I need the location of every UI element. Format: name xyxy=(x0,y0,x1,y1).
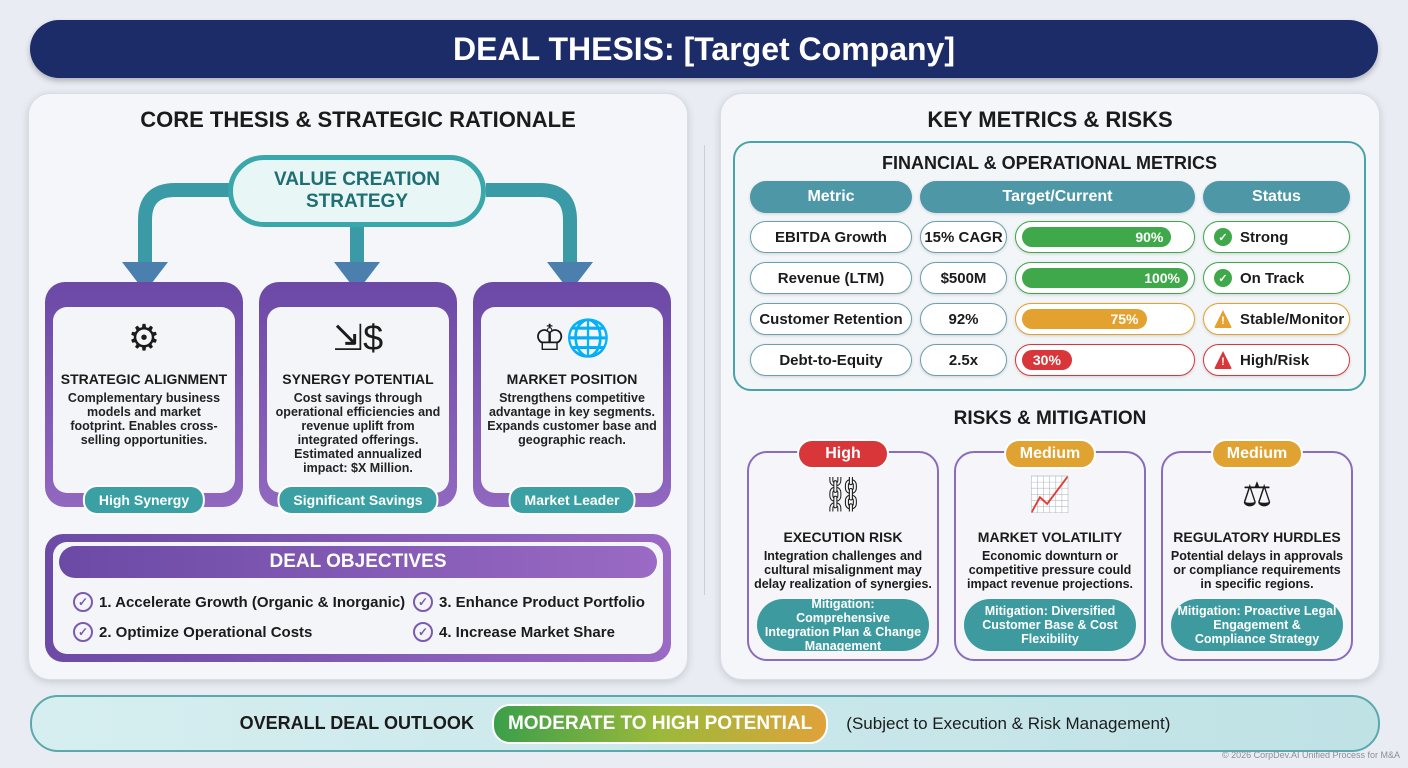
status-label: Strong xyxy=(1240,228,1289,246)
outlook-label: OVERALL DEAL OUTLOOK xyxy=(239,713,474,733)
objective-label: 2. Optimize Operational Costs xyxy=(99,623,313,641)
crown-globe-icon: ♔🌐 xyxy=(533,317,611,358)
progress-bar: 30% xyxy=(1015,344,1195,376)
metric-value: 15% CAGR xyxy=(920,221,1007,253)
status-label: High/Risk xyxy=(1240,351,1310,369)
risk-title: REGULATORY HURDLES xyxy=(1173,529,1341,545)
metric-name: Revenue (LTM) xyxy=(750,262,912,294)
check-circle-icon: ✓ xyxy=(73,592,93,612)
risk-card: High ⛓ EXECUTION RISK Integration challenge… xyxy=(747,439,939,661)
risk-card: Medium 📈 MARKET VOLATILITY Economic downtur… xyxy=(954,439,1146,661)
broken-chain-icon: ⛓ xyxy=(821,476,865,514)
metric-value: 2.5x xyxy=(920,344,1007,376)
card-description: Cost savings through operational efficie… xyxy=(275,391,441,475)
metric-name: Customer Retention xyxy=(750,303,912,335)
thesis-card: ♔🌐 MARKET POSITION Strengthens competitive… xyxy=(473,282,671,515)
status-label: Stable/Monitor xyxy=(1240,310,1345,328)
risks-heading: RISKS & MITIGATION xyxy=(953,408,1147,429)
risk-title: EXECUTION RISK xyxy=(783,529,903,545)
objective-label: 3. Enhance Product Portfolio xyxy=(439,593,645,611)
risk-level-badge: High xyxy=(797,439,889,469)
warning-icon: ! xyxy=(1214,351,1232,369)
objective-item: ✓ 2. Optimize Operational Costs xyxy=(73,622,312,642)
card-title: STRATEGIC ALIGNMENT xyxy=(60,371,228,387)
status-badge: ✓ Strong xyxy=(1203,221,1350,253)
metric-name: Debt-to-Equity xyxy=(750,344,912,376)
gavel-document-icon: ⚖ xyxy=(1241,476,1273,514)
metric-name: EBITDA Growth xyxy=(750,221,912,253)
risk-mitigation: Mitigation: Diversified Customer Base & … xyxy=(964,599,1136,651)
card-tag: Market Leader xyxy=(508,485,636,515)
thesis-card: ⚙ STRATEGIC ALIGNMENT Complementary busine… xyxy=(45,282,243,515)
flow-arrows xyxy=(122,183,593,292)
progress-fill: 30% xyxy=(1022,350,1072,370)
card-body: ♔🌐 MARKET POSITION Strengthens competitive… xyxy=(481,307,663,493)
column-header-1: Target/Current xyxy=(920,181,1195,213)
converging-arrows-dollar-icon: ⇲$ xyxy=(332,317,384,358)
value-creation-strategy: VALUE CREATION STRATEGY xyxy=(228,155,486,227)
risk-description: Economic downturn or competitive pressur… xyxy=(966,549,1134,591)
overall-outlook: OVERALL DEAL OUTLOOK MODERATE TO HIGH PO… xyxy=(30,695,1380,752)
check-circle-icon: ✓ xyxy=(413,592,433,612)
outlook-note: (Subject to Execution & Risk Management) xyxy=(846,713,1171,733)
deal-objectives: DEAL OBJECTIVES ✓ 1. Accelerate Growth (O… xyxy=(45,534,671,662)
risk-level-badge: Medium xyxy=(1004,439,1096,469)
metric-value: $500M xyxy=(920,262,1007,294)
progress-fill: 75% xyxy=(1022,309,1147,329)
status-badge: ! High/Risk xyxy=(1203,344,1350,376)
column-header-2: Status xyxy=(1203,181,1350,213)
card-tag: Significant Savings xyxy=(277,485,439,515)
gears-icon: ⚙ xyxy=(127,317,161,358)
progress-bar: 100% xyxy=(1015,262,1195,294)
risk-description: Potential delays in approvals or complia… xyxy=(1170,549,1344,591)
check-icon: ✓ xyxy=(1214,228,1232,246)
key-metrics-heading: KEY METRICS & RISKS xyxy=(927,107,1173,132)
footer-copyright: © 2026 CorpDev.AI Unified Process for M&… xyxy=(1221,750,1400,760)
deal-objectives-heading: DEAL OBJECTIVES xyxy=(59,546,657,578)
progress-fill: 100% xyxy=(1022,268,1188,288)
risk-card: Medium ⚖ REGULATORY HURDLES Potential delay… xyxy=(1161,439,1353,661)
objective-item: ✓ 4. Increase Market Share xyxy=(413,622,615,642)
risk-mitigation: Mitigation: Proactive Legal Engagement &… xyxy=(1171,599,1343,651)
page-title: DEAL THESIS: [Target Company] xyxy=(30,20,1378,78)
card-title: MARKET POSITION xyxy=(506,371,638,387)
card-description: Complementary business models and market… xyxy=(67,391,221,447)
thesis-card: ⇲$ SYNERGY POTENTIAL Cost savings through … xyxy=(259,282,457,515)
card-tag: High Synergy xyxy=(82,485,206,515)
metric-value: 92% xyxy=(920,303,1007,335)
objective-label: 4. Increase Market Share xyxy=(439,623,615,641)
metrics-heading: FINANCIAL & OPERATIONAL METRICS xyxy=(881,153,1217,173)
status-badge: ! Stable/Monitor xyxy=(1203,303,1350,335)
progress-bar: 90% xyxy=(1015,221,1195,253)
card-body: ⚙ STRATEGIC ALIGNMENT Complementary busine… xyxy=(53,307,235,493)
outlook-value-badge: MODERATE TO HIGH POTENTIAL xyxy=(491,703,829,744)
risk-title: MARKET VOLATILITY xyxy=(977,529,1123,545)
objective-item: ✓ 1. Accelerate Growth (Organic & Inorgan… xyxy=(73,592,405,612)
check-circle-icon: ✓ xyxy=(73,622,93,642)
objective-item: ✓ 3. Enhance Product Portfolio xyxy=(413,592,645,612)
card-description: Strengthens competitive advantage in key… xyxy=(487,391,657,447)
check-icon: ✓ xyxy=(1214,269,1232,287)
risk-mitigation: Mitigation: Comprehensive Integration Pl… xyxy=(757,597,929,653)
core-thesis-heading: CORE THESIS & STRATEGIC RATIONALE xyxy=(140,107,576,132)
progress-bar: 75% xyxy=(1015,303,1195,335)
bar-chart-trend-icon: 📈 xyxy=(1028,476,1072,514)
card-title: SYNERGY POTENTIAL xyxy=(282,371,434,387)
column-header-0: Metric xyxy=(750,181,912,213)
check-circle-icon: ✓ xyxy=(413,622,433,642)
card-body: ⇲$ SYNERGY POTENTIAL Cost savings through … xyxy=(267,307,449,493)
risk-description: Integration challenges and cultural misa… xyxy=(754,549,932,591)
divider xyxy=(704,145,705,595)
risk-level-badge: Medium xyxy=(1211,439,1303,469)
objective-label: 1. Accelerate Growth (Organic & Inorgani… xyxy=(99,593,406,611)
warning-icon: ! xyxy=(1214,310,1232,328)
progress-fill: 90% xyxy=(1022,227,1172,247)
status-label: On Track xyxy=(1240,269,1305,287)
status-badge: ✓ On Track xyxy=(1203,262,1350,294)
